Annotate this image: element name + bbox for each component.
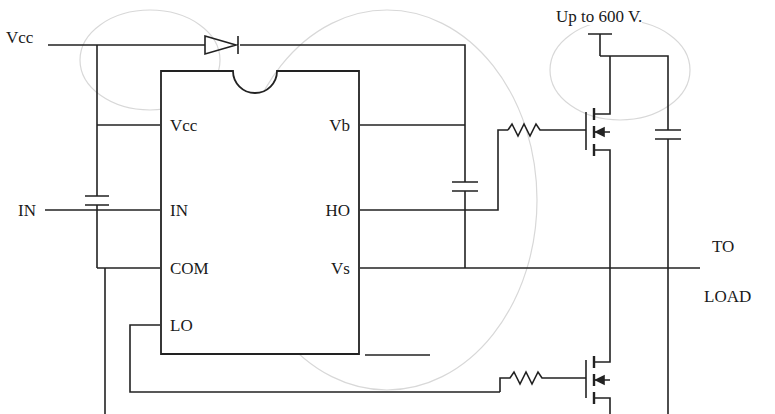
output-label: LOAD (704, 288, 751, 305)
driver-ic: VccIN COM LO VbHO Vs (160, 70, 360, 355)
pin-name: Vcc (170, 117, 197, 134)
resistor-symbol (508, 124, 586, 136)
voltage-label: Up to 600 V. (556, 8, 642, 25)
mosfet-symbol (586, 268, 610, 414)
pin-name: Vb (329, 117, 350, 134)
output-label: TO (712, 238, 734, 255)
com-wire (97, 267, 160, 269)
vb-wire (360, 124, 465, 126)
pin-name: IN (170, 202, 188, 219)
in-wire (45, 209, 160, 211)
pin-stub (365, 354, 430, 356)
diode-symbol (205, 36, 238, 54)
watermark (80, 10, 690, 390)
ho-wire (360, 130, 508, 210)
signal-label: IN (18, 202, 36, 219)
pin-name: LO (170, 317, 193, 334)
vcc-capacitor (85, 45, 109, 268)
pin-name: Vs (331, 260, 350, 277)
bootstrap-capacitor (452, 182, 478, 268)
bus-capacitor (588, 34, 681, 414)
pin-name: COM (170, 260, 209, 277)
supply-label: Vcc (6, 29, 33, 46)
ground-wire (104, 268, 106, 414)
vcc-pin-wire (97, 124, 160, 126)
resistor-symbol (500, 372, 586, 392)
ic-outline (161, 71, 359, 354)
mosfet-symbol (586, 40, 610, 268)
vs-wire (360, 267, 700, 269)
pin-name: HO (325, 202, 350, 219)
